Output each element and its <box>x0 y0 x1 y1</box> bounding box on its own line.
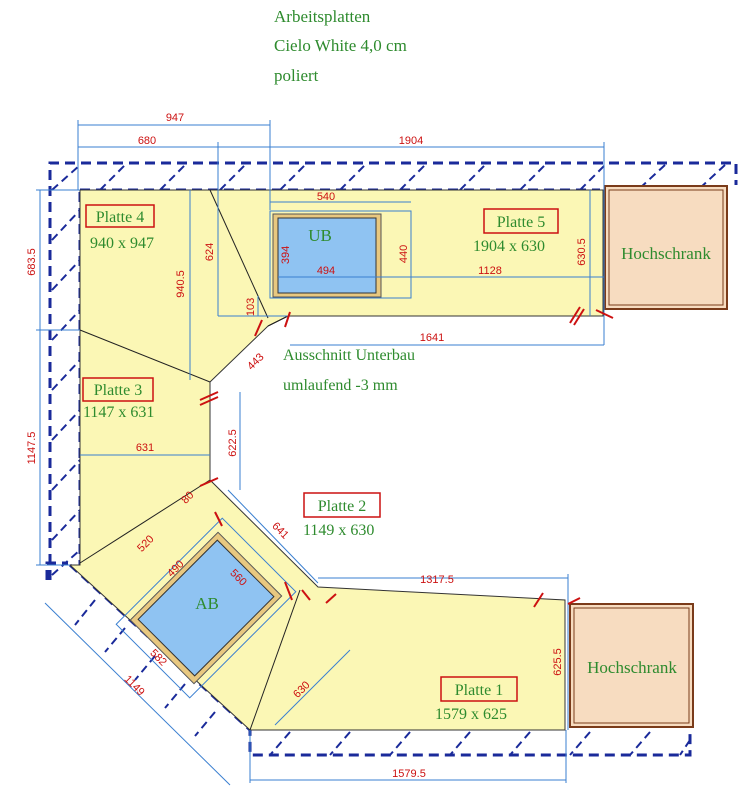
dim-1904: 1904 <box>399 135 423 147</box>
dim-625-5: 625.5 <box>552 648 564 676</box>
tall-unit-top: Hochschrank <box>604 185 728 310</box>
dim-394: 394 <box>280 246 292 264</box>
header-line1: Arbeitsplatten <box>274 7 371 26</box>
plate-1-name: Platte 1 <box>455 682 503 699</box>
dim-680: 680 <box>138 135 156 147</box>
header-line3: poliert <box>274 66 319 85</box>
dim-1317-5: 1317.5 <box>420 574 454 586</box>
dim-683-5: 683.5 <box>26 248 38 276</box>
note-line2: umlaufend -3 mm <box>283 377 398 394</box>
plate-3-name: Platte 3 <box>94 382 142 399</box>
wall-hatching <box>51 164 726 756</box>
dim-624: 624 <box>204 243 216 261</box>
cut-marks <box>199 306 614 608</box>
sink-ub-label: UB <box>308 226 332 245</box>
note-line1: Ausschnitt Unterbau <box>283 347 415 364</box>
plate-4-name: Platte 4 <box>96 209 144 226</box>
plate-4: Platte 4 940 x 947 <box>85 204 155 252</box>
dim-641: 641 <box>269 520 290 541</box>
dim-1641: 1641 <box>420 332 444 344</box>
dim-1149: 1149 <box>122 673 147 698</box>
sink-ab <box>115 517 297 699</box>
plate-5: Platte 5 1904 x 630 <box>473 208 559 255</box>
dim-440: 440 <box>398 245 410 263</box>
dim-947: 947 <box>166 112 184 124</box>
dim-631: 631 <box>136 442 154 454</box>
header-line2: Cielo White 4,0 cm <box>274 36 407 55</box>
dim-630-5: 630.5 <box>576 238 588 266</box>
dim-443: 443 <box>245 351 266 372</box>
plate-3: Platte 3 1147 x 631 <box>82 377 154 421</box>
dim-103: 103 <box>245 298 257 316</box>
dim-1128: 1128 <box>478 265 502 277</box>
dim-494: 494 <box>317 265 335 277</box>
plate-5-size: 1904 x 630 <box>473 238 545 255</box>
tall-unit-bottom-label: Hochschrank <box>587 658 677 677</box>
tall-unit-bottom: Hochschrank <box>569 603 694 728</box>
dim-1579-5: 1579.5 <box>392 768 426 780</box>
plate-2-size: 1149 x 630 <box>303 522 374 539</box>
dim-940-5: 940.5 <box>175 270 187 298</box>
dim-622-5: 622.5 <box>227 429 239 457</box>
dimension-guides <box>36 120 605 786</box>
plate-1: Platte 1 1579 x 625 <box>435 676 518 723</box>
plate-2-name: Platte 2 <box>318 498 366 515</box>
plate-1-size: 1579 x 625 <box>435 706 507 723</box>
plate-2: Platte 2 1149 x 630 <box>303 492 381 539</box>
dim-540: 540 <box>317 191 335 203</box>
tall-unit-top-label: Hochschrank <box>621 244 711 263</box>
dim-1147-5: 1147.5 <box>26 432 38 465</box>
plate-3-size: 1147 x 631 <box>83 404 154 421</box>
plate-5-name: Platte 5 <box>497 214 545 231</box>
sink-ab-label: AB <box>195 594 219 613</box>
sink-ub: UB <box>269 210 412 299</box>
plate-4-size: 940 x 947 <box>90 235 154 252</box>
